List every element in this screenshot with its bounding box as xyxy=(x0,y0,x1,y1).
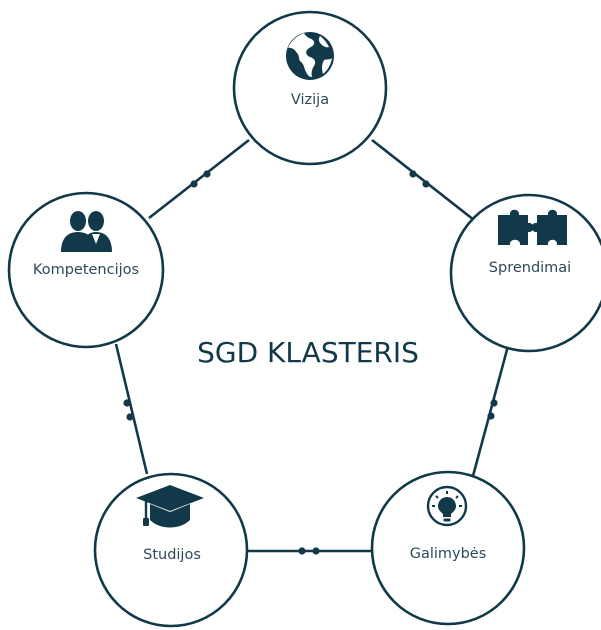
node-kompetencijos[interactable]: Kompetencijos xyxy=(7,191,165,349)
connector-kompetencijos-vizija xyxy=(148,138,250,220)
connector-dot xyxy=(312,547,320,555)
node-sprendimai[interactable]: Sprendimai xyxy=(449,193,601,353)
node-label: Sprendimai xyxy=(489,260,571,276)
graduation-cap-icon xyxy=(136,485,204,528)
globe-icon xyxy=(286,32,334,80)
connector-dot xyxy=(490,399,498,407)
connectors xyxy=(114,138,510,555)
node-label: Vizija xyxy=(291,92,329,108)
connector-dot xyxy=(487,412,495,420)
node-circle xyxy=(232,10,388,166)
connector-studijos-kompetencijos xyxy=(114,343,149,475)
node-studijos[interactable]: Studijos xyxy=(93,472,249,628)
connector-dot xyxy=(126,413,134,421)
people-icon xyxy=(61,211,112,252)
node-vizija[interactable]: Vizija xyxy=(232,10,388,166)
center-title: SGD KLASTERIS xyxy=(197,336,419,369)
connector-dot xyxy=(298,547,306,555)
connector-dot xyxy=(190,180,198,188)
node-circle xyxy=(370,470,526,626)
node-circle xyxy=(7,191,165,349)
connector-sprendimai-galimybes xyxy=(471,345,510,477)
node-label: Studijos xyxy=(143,547,201,563)
connector-dot xyxy=(409,170,417,178)
node-label: Kompetencijos xyxy=(33,262,139,278)
connector-dot xyxy=(422,180,430,188)
connector-dot xyxy=(203,170,211,178)
connector-dot xyxy=(123,399,131,407)
node-circle xyxy=(93,472,249,628)
lightbulb-icon xyxy=(426,485,468,527)
puzzle-icon xyxy=(498,209,567,245)
node-label: Galimybės xyxy=(410,546,487,562)
connector-vizija-sprendimai xyxy=(371,138,475,222)
node-galimybes[interactable]: Galimybės xyxy=(370,470,526,626)
